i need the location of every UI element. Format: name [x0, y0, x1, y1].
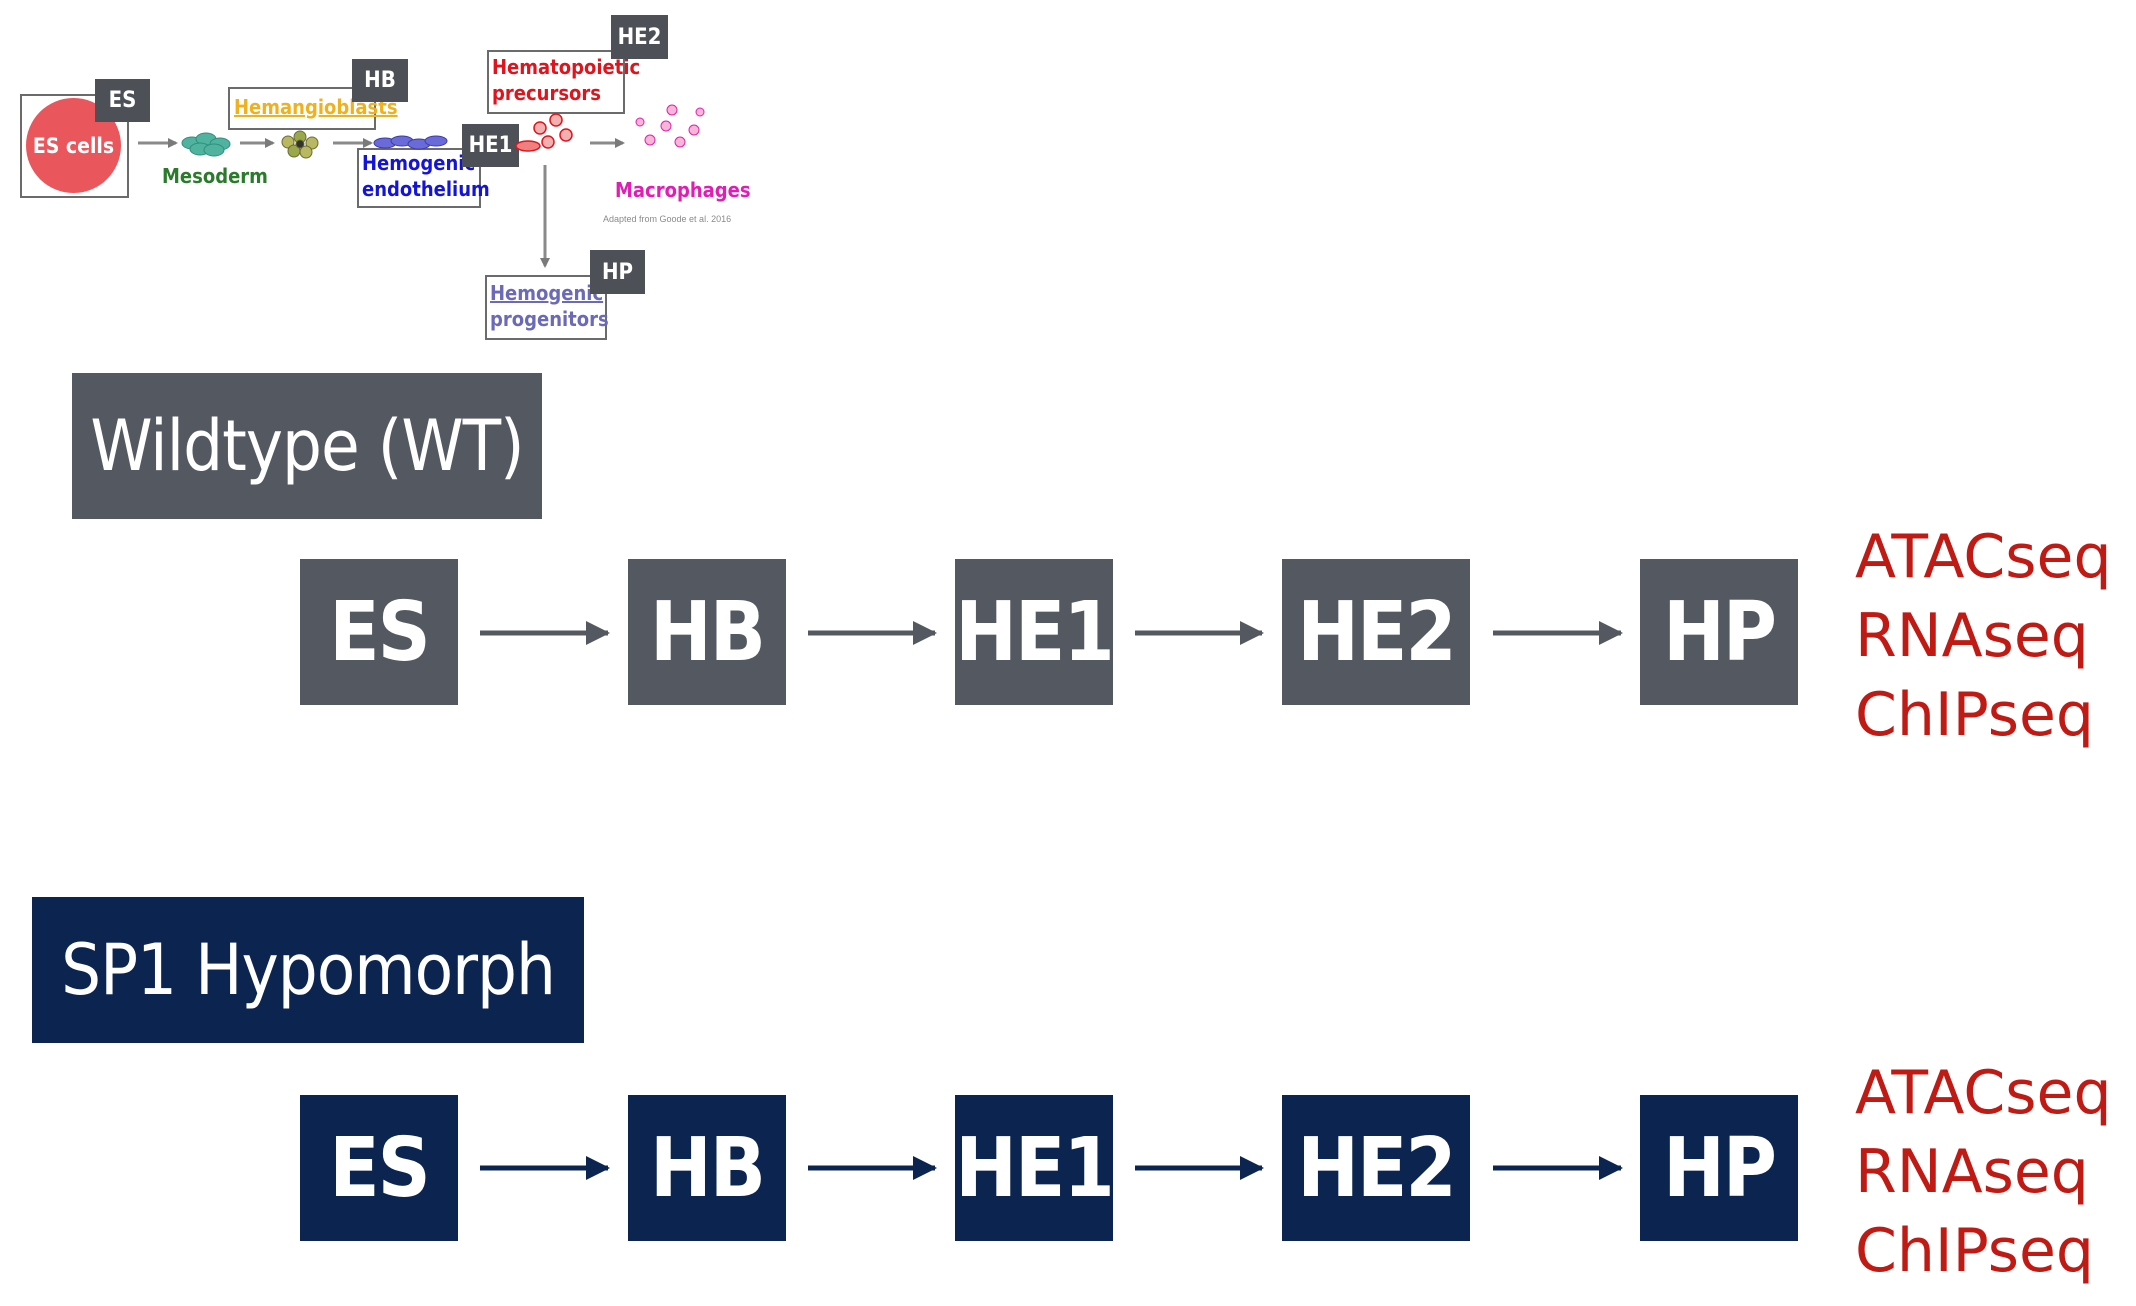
hematopoietic-precursors-label: Hematopoietic precursors — [492, 55, 641, 105]
precursor-cells-icon — [515, 113, 573, 152]
wt-assays: ATACseq RNAseq ChIPseq — [1855, 518, 2112, 755]
sp1-hypomorph-banner: SP1 Hypomorph — [32, 897, 584, 1043]
sp1-arrows — [480, 1156, 1623, 1180]
es-tag: ES — [95, 79, 150, 122]
mesoderm-cells-icon — [181, 132, 231, 157]
wt-stage-hb: HB — [628, 559, 786, 705]
hp-tag: HP — [590, 250, 645, 294]
wildtype-banner: Wildtype (WT) — [72, 373, 542, 519]
hemogenic-endothelium-label: Hemogenic endothelium — [362, 151, 490, 201]
sp1-stage-hb: HB — [628, 1095, 786, 1241]
schematic-arrows — [138, 138, 625, 268]
hemogenic-progenitors-label: Hemogenic progenitors — [490, 281, 609, 331]
wt-stage-he2: HE2 — [1282, 559, 1470, 705]
wt-stage-he1: HE1 — [955, 559, 1115, 705]
sp1-stage-es: ES — [300, 1095, 458, 1241]
sp1-assay-rnaseq: RNAseq — [1855, 1137, 2089, 1207]
wt-assay-chipseq: ChIPseq — [1855, 680, 2095, 750]
schematic-graphics — [138, 104, 705, 268]
image-credit: Adapted from Goode et al. 2016 — [603, 214, 732, 224]
he2-tag: HE2 — [611, 15, 668, 59]
wt-assay-atacseq: ATACseq — [1855, 522, 2112, 592]
wt-stage-es: ES — [300, 559, 458, 705]
mesoderm-label: Mesoderm — [162, 164, 268, 188]
wt-stage-hp: HP — [1640, 559, 1798, 705]
hemogenic-endothelium-frame — [357, 148, 481, 208]
endothelium-cells-icon — [373, 135, 448, 150]
sp1-stage-he1: HE1 — [955, 1095, 1115, 1241]
hemangioblasts-frame — [228, 87, 376, 130]
hemangioblast-cells-icon — [281, 130, 319, 159]
he1-tag: HE1 — [462, 124, 519, 167]
macrophage-cells-icon — [635, 104, 705, 148]
sp1-assay-atacseq: ATACseq — [1855, 1058, 2112, 1128]
macrophages-label: Macrophages — [615, 178, 751, 202]
hematopoietic-precursors-frame — [487, 50, 625, 114]
hb-tag: HB — [352, 59, 408, 102]
sp1-assay-chipseq: ChIPseq — [1855, 1216, 2095, 1286]
sp1-stage-he2: HE2 — [1282, 1095, 1470, 1241]
wt-assay-rnaseq: RNAseq — [1855, 601, 2089, 671]
wt-arrows — [480, 621, 1623, 645]
sp1-stage-hp: HP — [1640, 1095, 1798, 1241]
sp1-assays: ATACseq RNAseq ChIPseq — [1855, 1054, 2112, 1291]
hemogenic-progenitors-frame — [485, 275, 607, 340]
